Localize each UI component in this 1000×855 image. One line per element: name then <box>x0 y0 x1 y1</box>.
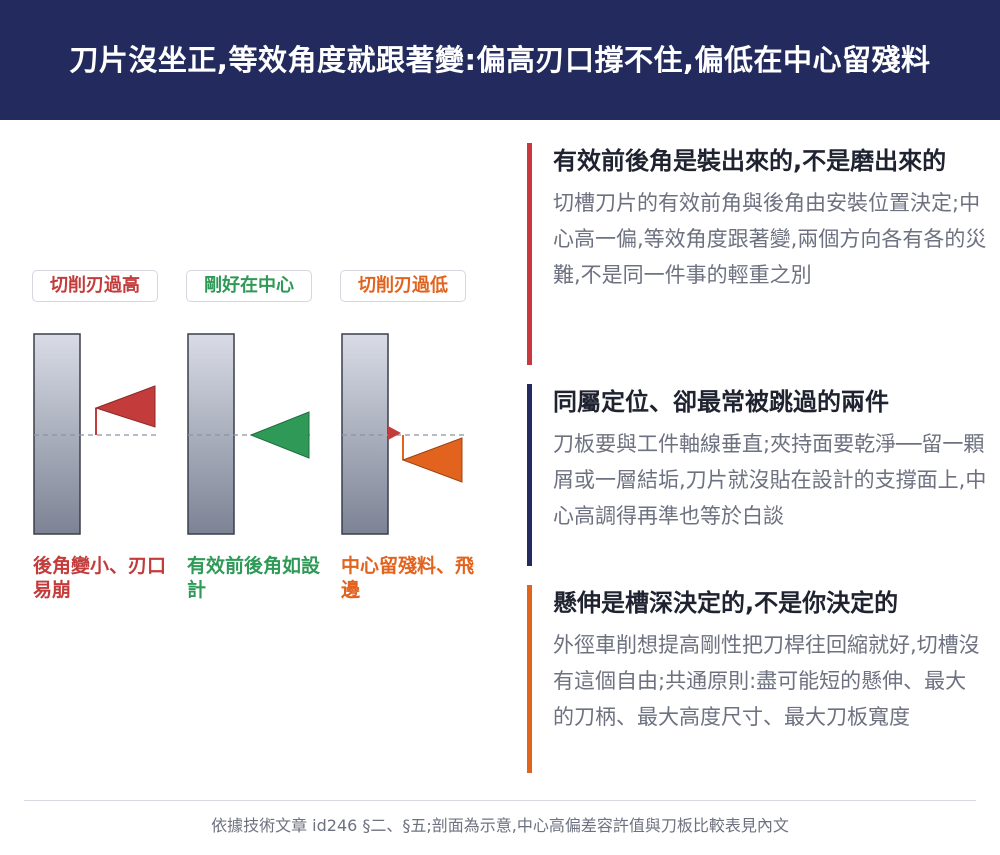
tag-on-center: 剛好在中心 <box>186 270 312 302</box>
section-accent-bar <box>527 585 532 773</box>
section-body: 外徑車削想提高剛性把刀桿往回縮就好,切槽沒有這個自由;共通原則:盡可能短的懸伸、… <box>553 633 980 729</box>
panel-high-graphic <box>33 333 160 535</box>
workpiece-bar-high <box>33 333 81 535</box>
section-accent-bar <box>527 143 532 365</box>
section-body: 刀板要與工件軸線垂直;夾持面要乾淨──留一顆屑或一層結垢,刀片就沒貼在設計的支撐… <box>553 432 987 528</box>
insert-triangle-high <box>94 385 156 428</box>
section-title: 懸伸是槽深決定的,不是你決定的 <box>553 589 899 617</box>
insert-triangle-center <box>249 411 310 459</box>
footer-note: 依據技術文章 id246 §二、§五;剖面為示意,中心高偏差容許值與刀板比較表見… <box>211 816 789 835</box>
workpiece-bar-center <box>187 333 235 535</box>
section-accent-bar <box>527 384 532 566</box>
workpiece-bar-low <box>341 333 389 535</box>
section-title: 同屬定位、卻最常被跳過的兩件 <box>553 388 889 416</box>
tag-edge-too-low: 切削刃過低 <box>340 270 466 302</box>
caption-edge-too-low: 中心留殘料、飛邊 <box>341 555 475 601</box>
caption-on-center: 有效前後角如設計 <box>187 555 321 601</box>
page-title: 刀片沒坐正,等效角度就跟著變:偏高刃口撐不住,偏低在中心留殘料 <box>69 43 931 77</box>
panel-low-graphic <box>341 333 468 535</box>
residual-material <box>388 426 401 440</box>
section-overhang: 懸伸是槽深決定的,不是你決定的 外徑車削想提高剛性把刀桿往回縮就好,切槽沒有這個… <box>527 585 987 773</box>
panel-center-graphic <box>187 333 314 535</box>
diagram-graphics <box>33 333 468 535</box>
page-header: 刀片沒坐正,等效角度就跟著變:偏高刃口撐不住,偏低在中心留殘料 <box>0 0 1000 120</box>
section-positioning-checks: 同屬定位、卻最常被跳過的兩件 刀板要與工件軸線垂直;夾持面要乾淨──留一顆屑或一… <box>527 384 987 566</box>
section-body: 切槽刀片的有效前角與後角由安裝位置決定;中心高一偏,等效角度跟著變,兩個方向各有… <box>553 191 987 287</box>
section-installed-angles: 有效前後角是裝出來的,不是磨出來的 切槽刀片的有效前角與後角由安裝位置決定;中心… <box>527 143 987 365</box>
insert-triangle-low <box>401 437 463 483</box>
center-height-diagram: 切削刃過高 剛好在中心 切削刃過低 後角變小、刃口易崩 有效前後角如設計 中心留… <box>0 120 510 800</box>
section-title: 有效前後角是裝出來的,不是磨出來的 <box>553 147 947 175</box>
tag-edge-too-high: 切削刃過高 <box>32 270 158 302</box>
footer-divider <box>24 800 976 801</box>
caption-edge-too-high: 後角變小、刃口易崩 <box>33 555 167 601</box>
